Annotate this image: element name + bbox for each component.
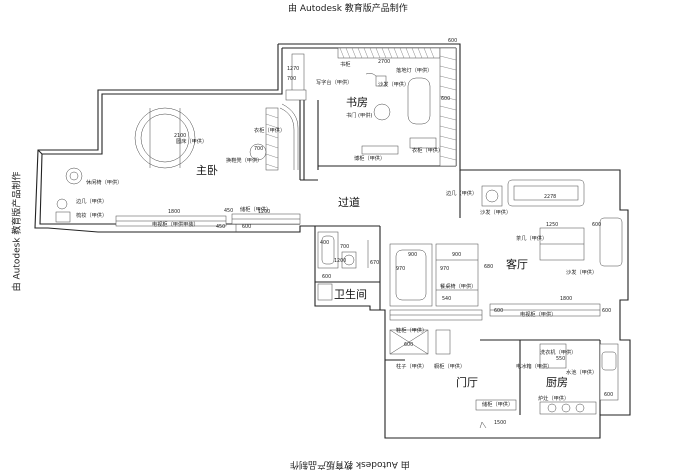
dim-dining-680: 680 <box>484 264 493 270</box>
label-shoe-cabinet: 鞋柜（甲供） <box>396 326 427 334</box>
label-stove: 炉灶（甲供） <box>538 394 569 402</box>
bathroom-fixtures <box>317 231 369 301</box>
label-bed: 圆床（甲供） <box>176 137 207 145</box>
label-sink: 水池（甲供） <box>566 368 597 376</box>
dim-bath-670: 670 <box>370 260 379 266</box>
dim-study-side-2: 700 <box>287 76 296 82</box>
room-bathroom: 卫生间 <box>334 287 367 301</box>
label-floor-lamp: 落地灯（甲供） <box>396 66 432 74</box>
label-sofa-living-right: 沙发（甲供） <box>566 268 597 276</box>
dim-living-1250: 1250 <box>546 222 558 228</box>
dim-dining-970a: 970 <box>396 266 405 272</box>
dim-corridor-450: 450 <box>224 208 233 214</box>
dim-entrance-600: 600 <box>404 342 413 348</box>
label-tv-cabinet-living: 电视柜（甲供） <box>520 310 556 318</box>
dim-study-top: 600 <box>448 38 457 44</box>
room-study: 书房 <box>346 96 368 109</box>
dim-entrance-1500: 1500 <box>494 420 506 426</box>
study-furniture <box>285 47 457 167</box>
dim-kitchen-550: 550 <box>556 356 565 362</box>
dim-dining-900b: 900 <box>452 252 461 258</box>
room-entrance: 门厅 <box>456 375 478 389</box>
dim-study-bookcase: 2700 <box>378 59 390 65</box>
label-side-table-living: 边几（甲供） <box>446 189 477 197</box>
label-side-table-bedroom: 边几（甲供） <box>76 197 107 205</box>
room-kitchen: 厨房 <box>546 376 568 389</box>
room-corridor: 过道 <box>338 195 360 209</box>
corridor-furniture <box>231 213 301 225</box>
label-column: 柱子（甲供） <box>396 362 427 370</box>
dim-bath-400: 400 <box>320 240 329 246</box>
dim-bath-1200: 1200 <box>334 258 346 264</box>
label-bookcase: 书柜 <box>340 60 350 68</box>
dim-dining-970b: 970 <box>440 266 449 272</box>
label-tea-table: 茶几（甲供） <box>516 234 547 242</box>
label-dresser-stool: 换鞋凳（甲供） <box>226 156 262 164</box>
room-living: 客厅 <box>506 257 528 271</box>
dim-bath-600: 600 <box>322 274 331 280</box>
dim-living-600b: 600 <box>494 308 503 314</box>
label-display-cabinet: 博柜（甲供） <box>354 154 385 162</box>
watermark-top: 由 Autodesk 教育版产品制作 <box>288 4 408 14</box>
label-study-note: 书门 (甲供) <box>346 111 372 119</box>
dim-living-600a: 600 <box>592 222 601 228</box>
label-dining-table: 餐桌椅（甲供） <box>440 282 476 290</box>
dim-dining-540: 540 <box>442 296 451 302</box>
dim-kitchen-600: 600 <box>604 392 613 398</box>
dim-bedroom-450: 450 <box>216 224 225 230</box>
dim-bedroom-600: 600 <box>242 224 251 230</box>
label-cupboard: 橱柜（甲供） <box>434 362 465 370</box>
dim-living-600c: 600 <box>602 308 611 314</box>
dim-living-2278: 2278 <box>544 194 556 200</box>
dim-bed-width: 2100 <box>174 133 186 139</box>
label-vanity: 梳妆（甲供） <box>76 211 107 219</box>
label-desk: 写字台（甲供） <box>316 78 352 86</box>
dim-bath-700: 700 <box>340 244 349 250</box>
label-sofa-study: 沙发（甲供） <box>378 80 409 88</box>
label-storage-corridor: 储柜（甲供） <box>240 205 271 213</box>
dim-study-side-1: 1270 <box>287 66 299 72</box>
dim-bedroom-tv: 1800 <box>168 209 180 215</box>
dim-living-1800: 1800 <box>560 296 572 302</box>
label-fridge: 电冰箱（甲供） <box>516 362 552 370</box>
label-study-wardrobe: 衣柜（甲供） <box>412 146 443 154</box>
living-furniture <box>481 179 623 317</box>
dim-bed-small: 700 <box>254 146 263 152</box>
label-lounge-chair: 休闲椅（甲供） <box>86 178 122 186</box>
label-washing-machine: 洗衣机（甲供） <box>540 348 576 356</box>
dim-study-right: 600 <box>441 96 450 102</box>
label-sofa-living-top: 沙发（甲供） <box>480 208 511 216</box>
room-master-bedroom: 主卧 <box>196 164 218 177</box>
dim-dining-900a: 900 <box>408 252 417 258</box>
label-hall-cabinet: 储柜（甲供） <box>482 400 513 408</box>
entrance-kitchen-furniture <box>389 329 619 429</box>
label-bedroom-wardrobe: 衣柜（甲供） <box>254 126 285 134</box>
dim-corridor-1200: 1200 <box>258 209 270 215</box>
bedroom-furniture <box>55 103 299 232</box>
dining-furniture <box>389 243 483 321</box>
label-tv-cabinet-bedroom: 电视柜（甲供甲装） <box>152 220 199 228</box>
